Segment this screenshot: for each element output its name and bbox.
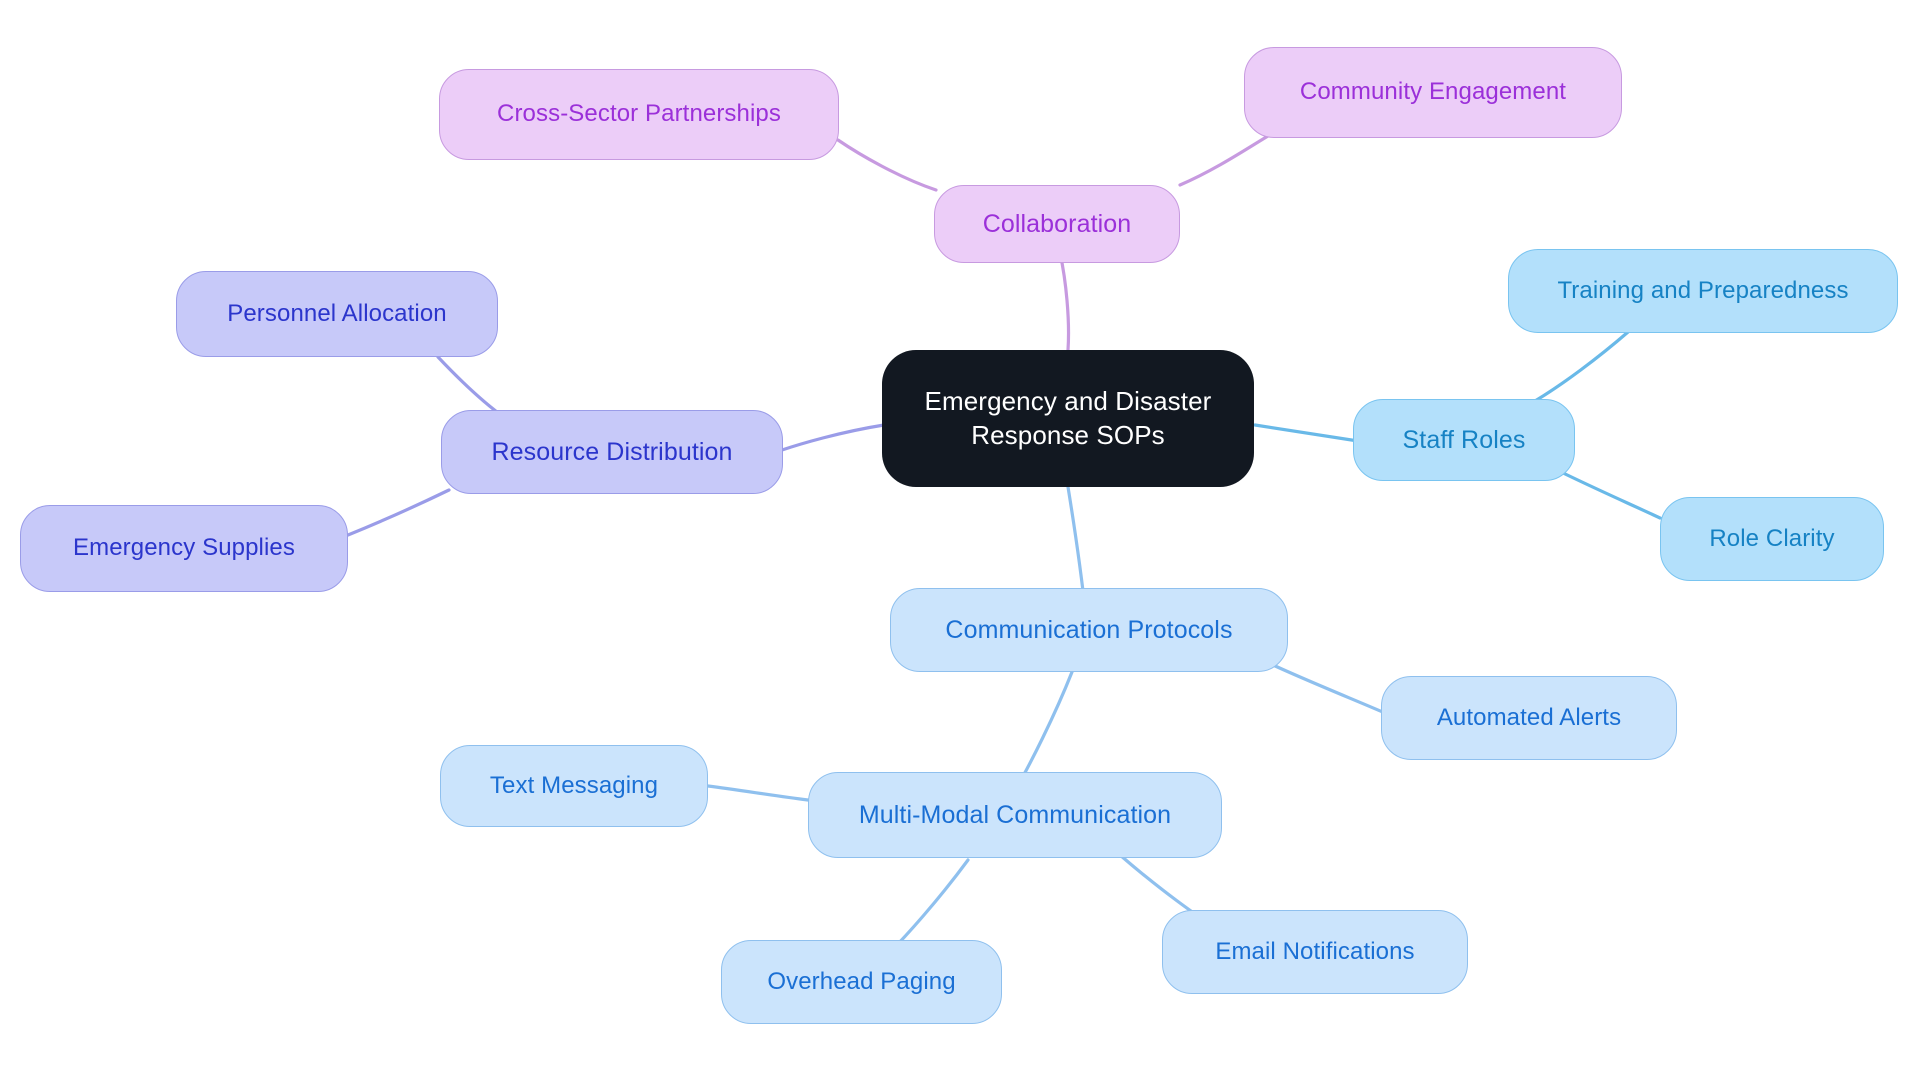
edge-multi-modal-communication-text-messaging [706,784,810,802]
node-overhead-paging[interactable]: Overhead Paging [721,940,1002,1024]
node-emergency-supplies[interactable]: Emergency Supplies [20,505,348,592]
edge-root-collaboration [1058,251,1071,352]
edge-collaboration-community-engagement [1178,134,1270,187]
node-personnel-allocation[interactable]: Personnel Allocation [176,271,498,357]
edge-collaboration-cross-sector-partnerships [836,138,938,192]
node-cross-sector-partnerships[interactable]: Cross-Sector Partnerships [439,69,839,160]
node-community-engagement[interactable]: Community Engagement [1244,47,1622,138]
node-role-clarity[interactable]: Role Clarity [1660,497,1884,581]
edge-root-resource-distribution [780,423,886,452]
edge-root-staff-roles [1253,423,1360,443]
node-training-and-preparedness[interactable]: Training and Preparedness [1508,249,1898,333]
edge-resource-distribution-emergency-supplies [346,488,451,537]
node-multi-modal-communication[interactable]: Multi-Modal Communication [808,772,1222,858]
node-root[interactable]: Emergency and Disaster Response SOPs [882,350,1254,487]
node-collaboration[interactable]: Collaboration [934,185,1180,263]
node-text-messaging[interactable]: Text Messaging [440,745,708,827]
node-automated-alerts[interactable]: Automated Alerts [1381,676,1677,760]
edge-resource-distribution-personnel-allocation [436,355,507,420]
edge-communication-protocols-automated-alerts [1271,663,1387,715]
node-resource-distribution[interactable]: Resource Distribution [441,410,783,494]
node-email-notifications[interactable]: Email Notifications [1162,910,1468,994]
node-staff-roles[interactable]: Staff Roles [1353,399,1575,481]
node-communication-protocols[interactable]: Communication Protocols [890,588,1288,672]
edge-staff-roles-training-and-preparedness [1519,330,1630,411]
